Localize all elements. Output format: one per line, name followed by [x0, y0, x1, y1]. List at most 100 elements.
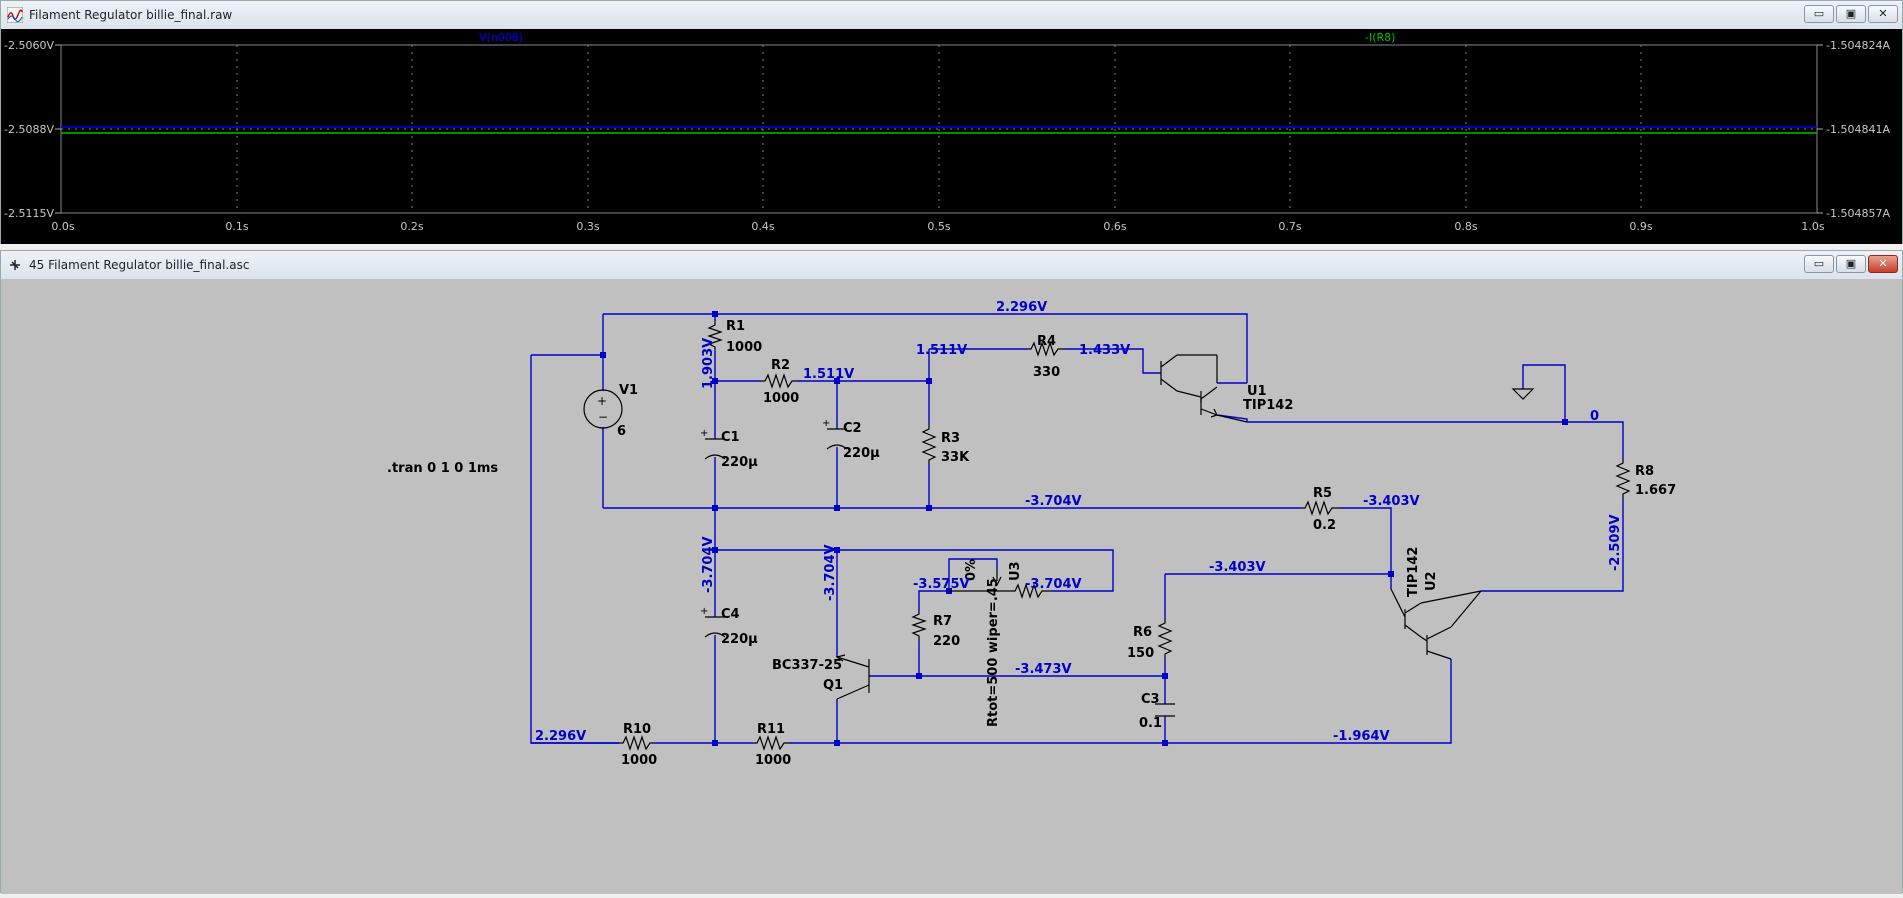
u3-value[interactable]: Rtot=500 wiper=.45	[986, 578, 1001, 727]
r8-symbol[interactable]	[1615, 459, 1631, 499]
r4-symbol[interactable]	[1027, 341, 1065, 357]
r2-value[interactable]: 1000	[763, 391, 799, 406]
r1-name[interactable]: R1	[726, 319, 745, 334]
x-axis-tick: 0.1s	[225, 220, 248, 233]
left-axis-tick-mid: -2.5088V	[4, 123, 54, 136]
node-voltage: 2.296V	[996, 300, 1047, 315]
u3-name[interactable]: U3	[1008, 561, 1023, 581]
r11-name[interactable]: R11	[757, 722, 785, 737]
c2-name[interactable]: C2	[843, 421, 862, 436]
schematic-canvas[interactable]: + − + + + R1 1000 R2 1000 R3 33K R4 330 …	[1, 279, 1902, 894]
waveform-icon	[7, 6, 23, 23]
x-axis-tick: 0.8s	[1454, 220, 1477, 233]
node-voltage: 2.296V	[535, 729, 586, 744]
r5-name[interactable]: R5	[1313, 486, 1332, 501]
u3-symbol[interactable]	[949, 569, 1051, 599]
r2-symbol[interactable]	[761, 373, 797, 389]
r6-name[interactable]: R6	[1133, 625, 1152, 640]
u1-name[interactable]: U1	[1247, 384, 1267, 399]
q1-value[interactable]: BC337-25	[772, 658, 842, 673]
u2-name[interactable]: U2	[1424, 571, 1439, 591]
r7-value[interactable]: 220	[933, 634, 960, 649]
r2-name[interactable]: R2	[771, 358, 790, 373]
c1-name[interactable]: C1	[721, 430, 740, 445]
r8-value[interactable]: 1.667	[1635, 483, 1676, 498]
c3-value[interactable]: 0.1	[1139, 716, 1162, 731]
c3-name[interactable]: C3	[1141, 692, 1160, 707]
left-axis-tick-bottom: -2.5115V	[4, 207, 54, 220]
schematic-close-button[interactable]: ✕	[1868, 255, 1898, 273]
v1-value[interactable]: 6	[617, 424, 626, 439]
node-voltage: -2.509V	[1608, 514, 1623, 571]
q1-symbol[interactable]	[835, 654, 870, 700]
schematic-restore-button[interactable]: ▣	[1836, 255, 1866, 273]
schematic-icon	[10, 259, 20, 270]
x-axis-tick: 0.6s	[1103, 220, 1126, 233]
r6-symbol[interactable]	[1157, 619, 1173, 659]
c1-value[interactable]: 220µ	[721, 455, 758, 470]
r8-name[interactable]: R8	[1635, 464, 1654, 479]
node-voltage: 1.903V	[701, 338, 716, 389]
r7-name[interactable]: R7	[933, 614, 952, 629]
spice-directive[interactable]: .tran 0 1 0 1ms	[387, 461, 498, 476]
x-axis-tick: 0.3s	[576, 220, 599, 233]
r4-value[interactable]: 330	[1033, 365, 1060, 380]
u2-value[interactable]: TIP142	[1406, 547, 1421, 597]
r11-value[interactable]: 1000	[755, 753, 791, 768]
node-voltage: -3.704V	[1025, 577, 1082, 592]
left-axis-tick-top: -2.5060V	[4, 39, 54, 52]
u1-value[interactable]: TIP142	[1243, 398, 1293, 413]
r6-value[interactable]: 150	[1127, 646, 1154, 661]
c4-plus-icon: +	[700, 606, 708, 617]
r3-symbol[interactable]	[921, 424, 937, 464]
node-voltage: -3.473V	[1015, 662, 1072, 677]
v1-name[interactable]: V1	[619, 383, 638, 398]
r10-symbol[interactable]	[619, 735, 655, 751]
r1-symbol[interactable]	[707, 321, 723, 350]
schematic-minimize-button[interactable]: ▭	[1804, 255, 1834, 273]
u1-symbol[interactable]	[1160, 354, 1248, 423]
x-axis-tick: 0.5s	[927, 220, 950, 233]
r11-symbol[interactable]	[753, 735, 789, 751]
q1-name[interactable]: Q1	[823, 678, 843, 693]
plot-window-title: Filament Regulator billie_final.raw	[29, 7, 233, 22]
node-voltage: 0	[1590, 409, 1599, 424]
plot-minimize-button[interactable]: ▭	[1804, 5, 1834, 23]
r1-value[interactable]: 1000	[726, 340, 762, 355]
plot-close-button[interactable]: ✕	[1868, 5, 1898, 23]
junctions	[600, 311, 1568, 746]
c2-value[interactable]: 220µ	[843, 446, 880, 461]
r10-value[interactable]: 1000	[621, 753, 657, 768]
r7-symbol[interactable]	[911, 611, 927, 641]
c3-symbol[interactable]	[1155, 703, 1175, 717]
plot-ticks	[55, 44, 1823, 214]
c4-value[interactable]: 220µ	[721, 632, 758, 647]
trace-label-i-r8[interactable]: -I(R8)	[1365, 31, 1395, 44]
c2-plus-icon: +	[822, 418, 830, 429]
plot-window: Filament Regulator billie_final.raw ▭ ▣ …	[0, 0, 1903, 244]
u3-wiper[interactable]: 0%	[964, 559, 979, 581]
r4-name[interactable]: R4	[1037, 334, 1056, 349]
plot-window-titlebar[interactable]: Filament Regulator billie_final.raw ▭ ▣ …	[1, 1, 1902, 28]
c1-symbol[interactable]	[704, 438, 726, 460]
trace-label-v-n008[interactable]: V(n008)	[479, 31, 523, 44]
r3-value[interactable]: 33K	[941, 450, 970, 465]
r3-name[interactable]: R3	[941, 431, 960, 446]
c4-symbol[interactable]	[704, 616, 726, 638]
x-axis-tick: 0.2s	[400, 220, 423, 233]
r5-value[interactable]: 0.2	[1313, 518, 1336, 533]
c2-symbol[interactable]	[826, 428, 848, 450]
schematic-window-titlebar[interactable]: 45 Filament Regulator billie_final.asc ▭…	[1, 251, 1902, 278]
plot-restore-button[interactable]: ▣	[1836, 5, 1866, 23]
r5-symbol[interactable]	[1301, 500, 1341, 516]
x-axis-tick: 1.0s	[1801, 220, 1824, 233]
c4-name[interactable]: C4	[721, 607, 740, 622]
right-axis-tick-bottom: -1.504857A	[1826, 207, 1890, 220]
u2-symbol[interactable]	[1390, 588, 1482, 660]
x-axis-tick: 0.4s	[751, 220, 774, 233]
waveform-plot[interactable]: V(n008) -I(R8) -2.5060V -2.5088V -2.5115…	[1, 29, 1902, 244]
wires	[530, 313, 1624, 744]
r10-name[interactable]: R10	[623, 722, 651, 737]
node-voltage: -3.403V	[1363, 494, 1420, 509]
v1-symbol[interactable]	[583, 389, 623, 429]
